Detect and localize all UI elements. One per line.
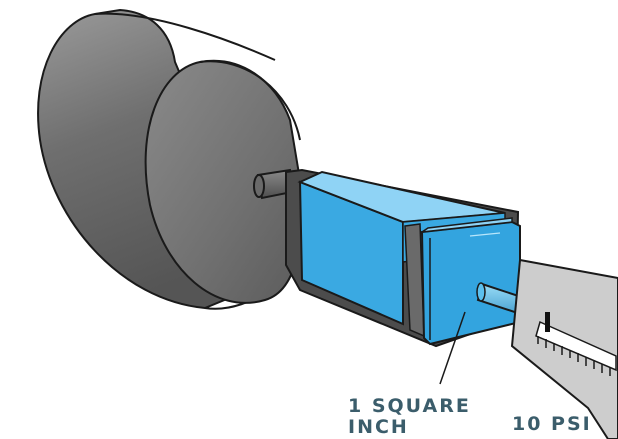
gauge-scale-ticks <box>537 336 611 376</box>
area-label-line2: INCH <box>348 416 409 438</box>
pressure-gauge-plate <box>510 258 618 439</box>
area-label: 1 SQUARE INCH <box>348 396 471 438</box>
pressure-label: 10 PSI <box>512 413 592 435</box>
area-leader-line <box>439 311 466 385</box>
gauge-pointer <box>545 312 550 332</box>
area-label-line1: 1 SQUARE <box>348 395 471 417</box>
piston-head <box>420 217 521 346</box>
cylinder-end-cap <box>144 59 303 304</box>
